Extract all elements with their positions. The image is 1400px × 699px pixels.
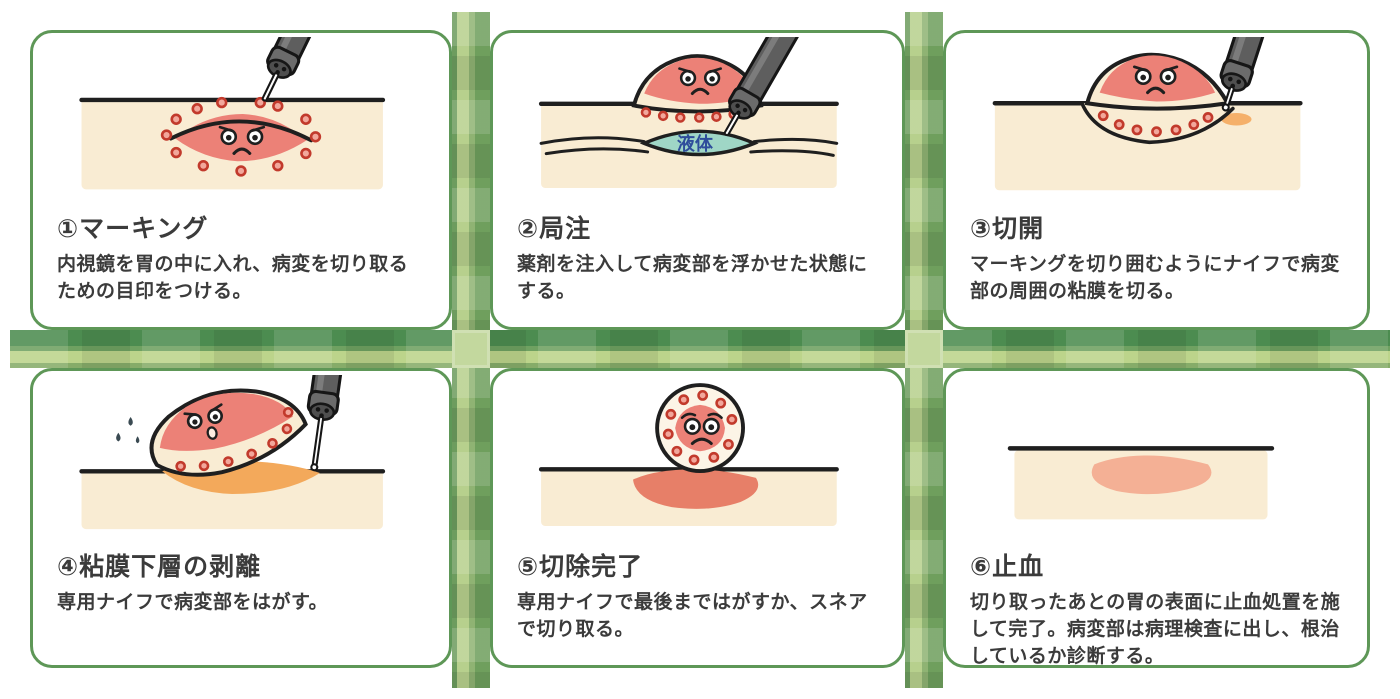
step-title: ⑤切除完了 — [517, 553, 644, 581]
illustration-hemostasis — [1007, 446, 1275, 520]
endoscope — [305, 375, 359, 472]
exposed-submucosa — [1221, 113, 1252, 126]
step-description: マーキングを切り囲むようにナイフで病変部の周囲の粘膜を切る。 — [970, 254, 1340, 302]
step-description: 内視鏡を胃の中に入れ、病変を切り取るための目印をつける。 — [57, 254, 409, 302]
step-description: 薬剤を注入して病変部を浮かせた状態にする。 — [517, 254, 868, 302]
resected-specimen — [655, 383, 745, 473]
resection-wound — [633, 469, 759, 509]
lesion-face — [183, 403, 224, 440]
mucosa-layer — [81, 469, 383, 530]
step-card-6: ⑥止血 切り取ったあとの胃の表面に止血処置を施して完了。病変部は病理検査に出し、… — [943, 368, 1370, 668]
step-card-4: ④粘膜下層の剥離 専用ナイフで病変部をはがす。 — [30, 368, 452, 668]
lifted-layer-lines — [539, 136, 839, 157]
dissection-knife — [311, 415, 325, 467]
endoscope — [1216, 37, 1296, 112]
injection-needle — [723, 112, 741, 137]
step-title: ②局注 — [517, 215, 592, 243]
step-card-1: ①マーキング 内視鏡を胃の中に入れ、病変を切り取るための目印をつける。 — [30, 30, 452, 330]
step-title: ⑥止血 — [970, 553, 1045, 581]
marking-dots — [662, 389, 738, 466]
marking-needle — [261, 72, 280, 102]
step-card-5: ⑤切除完了 専用ナイフで最後まではがすか、スネアで切り取る。 — [490, 368, 905, 668]
lesion-face — [1132, 65, 1179, 95]
lesion-flap — [149, 388, 308, 477]
illustration-resection-complete — [538, 383, 839, 527]
illustration-marking — [79, 37, 386, 190]
lattice-crossing-2 — [905, 330, 943, 368]
lesion-face — [218, 125, 266, 155]
lesion-face — [678, 67, 722, 95]
lesion-face — [680, 412, 723, 446]
liquid-label: 液体 — [677, 133, 714, 154]
lattice-band-horizontal — [10, 330, 1390, 368]
endoscope — [722, 37, 826, 137]
mucosa-layer — [994, 101, 1301, 191]
step-card-2: 液体 ②局注 薬剤を注入して病変部を浮かせた状態にする。 — [490, 30, 905, 330]
step-title: ③切開 — [970, 215, 1045, 243]
endoscope — [261, 37, 358, 102]
step-description: 切り取ったあとの胃の表面に止血処置を施して完了。病変部は病理検査に出し、根治して… — [970, 592, 1341, 667]
step-description: 専用ナイフで病変部をはがす。 — [57, 592, 329, 613]
marking-dots — [175, 406, 294, 472]
lesion-flat — [168, 113, 314, 162]
step-description: 専用ナイフで最後まではがすか、スネアで切り取る。 — [517, 592, 868, 640]
step-title: ④粘膜下層の剥離 — [57, 553, 262, 581]
incision-line — [1080, 101, 1235, 145]
marking-dots — [160, 96, 322, 177]
marking-dots — [1097, 110, 1214, 138]
liquid-pocket: 液体 — [639, 129, 759, 157]
step-title: ①マーキング — [57, 215, 209, 243]
illustration-incision — [992, 37, 1303, 191]
illustration-dissection — [79, 375, 386, 530]
lattice-crossing-1 — [452, 330, 490, 368]
illustration-injection: 液体 — [538, 37, 839, 189]
lesion-raised — [1084, 52, 1231, 111]
step-card-3: ③切開 マーキングを切り囲むようにナイフで病変部の周囲の粘膜を切る。 — [943, 30, 1370, 330]
sweat-drops — [116, 416, 140, 444]
healed-area — [1091, 455, 1212, 495]
